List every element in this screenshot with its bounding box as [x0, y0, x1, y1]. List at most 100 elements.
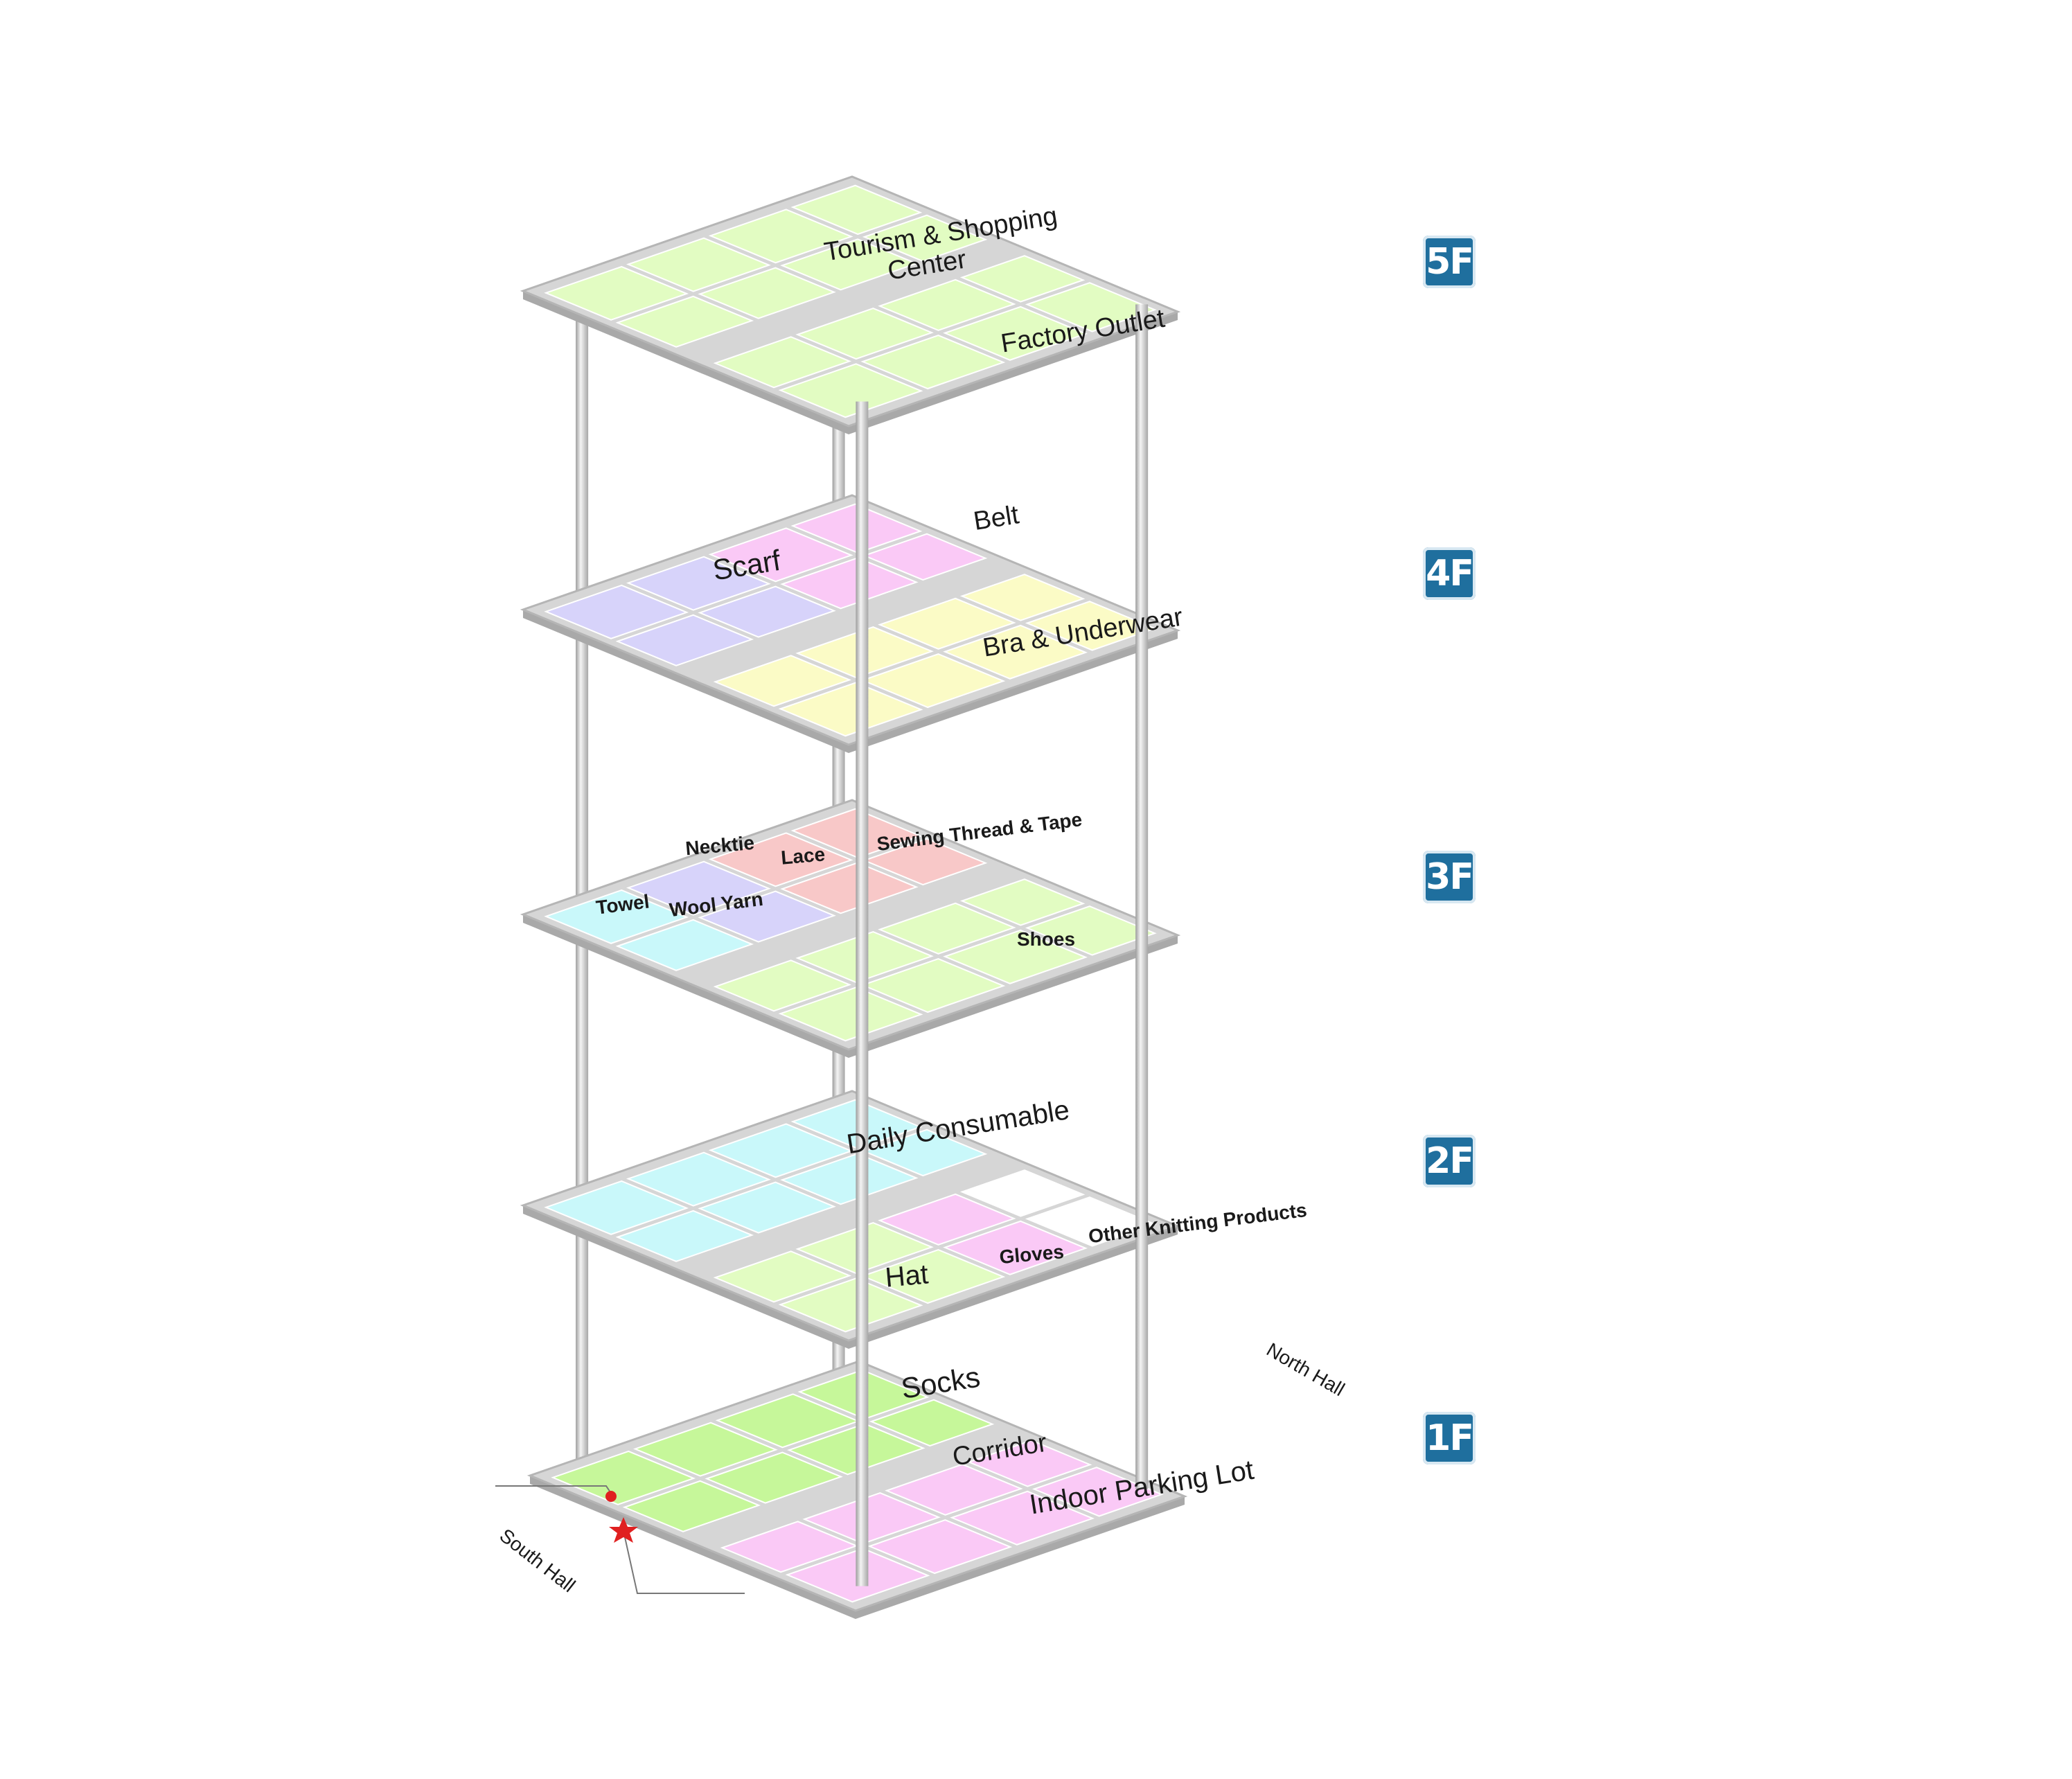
shop-cell: [959, 1169, 1086, 1217]
shop-cell: [943, 306, 1088, 361]
plate-surface: [520, 175, 1181, 427]
shop-cell: [878, 902, 1016, 955]
shop-cell: [790, 184, 923, 236]
shop-cell: [878, 597, 1016, 650]
shop-cell: [778, 986, 923, 1042]
shop-cell: [1031, 1467, 1164, 1517]
back-pillars: [576, 201, 845, 1476]
shop-cell: [795, 307, 934, 360]
shop-cell: [862, 214, 988, 263]
pillar: [576, 290, 589, 1476]
floor-plate-3f: [520, 799, 1181, 1058]
shop-cell: [632, 1422, 778, 1477]
shop-cell: [698, 890, 836, 943]
shop-cell: [959, 574, 1086, 621]
shop-cell: [780, 557, 919, 610]
shop-cell: [885, 1463, 1023, 1516]
shop-cell: [615, 919, 754, 971]
plate-edge: [849, 312, 1178, 434]
floor-badge-3f[interactable]: 3F: [1423, 851, 1476, 903]
shop-cell: [626, 1151, 771, 1207]
shop-cell: [708, 1123, 853, 1178]
shop-cell: [802, 1492, 941, 1545]
shop-cell: [959, 878, 1086, 926]
shop-cell: [626, 556, 771, 611]
shop-cell: [544, 1180, 689, 1235]
shop-cell: [878, 1193, 1016, 1246]
floor-plate-5f: [520, 175, 1181, 434]
label-south-hall: South Hall: [495, 1525, 579, 1597]
pillar: [1135, 304, 1149, 1489]
shop-cell: [698, 1181, 836, 1234]
shop-cell: [780, 862, 919, 914]
plate-edge: [849, 935, 1178, 1058]
label-socks: Socks: [899, 1361, 982, 1405]
plate-edge: [856, 1496, 1185, 1619]
plate-edge: [530, 1476, 856, 1619]
shop-cell: [615, 295, 754, 348]
shop-cell: [943, 1220, 1088, 1275]
shop-cell: [878, 278, 1016, 331]
label-hat: Hat: [884, 1259, 930, 1293]
plate-edge: [523, 1205, 849, 1349]
shop-cell: [862, 1129, 988, 1177]
shop-cell: [713, 655, 852, 707]
plate-edge: [523, 914, 849, 1058]
shop-cell: [615, 1210, 754, 1262]
shop-cell: [950, 1490, 1095, 1546]
label-lace: Lace: [780, 843, 826, 868]
shop-cell: [862, 533, 988, 581]
shop-cell: [778, 363, 923, 418]
shop-cell: [860, 957, 1006, 1014]
shop-cell: [778, 682, 923, 737]
shop-cell: [778, 1277, 923, 1333]
shop-cell: [1025, 1196, 1157, 1247]
shop-cell: [1025, 905, 1157, 956]
shop-cell: [626, 237, 771, 292]
shop-cell: [544, 584, 689, 639]
shop-cell: [615, 614, 754, 666]
shop-cell: [862, 838, 988, 886]
shop-cell: [867, 1519, 1013, 1575]
plate-edge: [849, 630, 1178, 753]
plate-surface: [520, 799, 1181, 1051]
shop-cell: [860, 1248, 1006, 1304]
shop-cell: [622, 1480, 761, 1532]
entrance-markers: [495, 1485, 745, 1594]
shop-cell: [713, 1250, 852, 1303]
shop-cell: [544, 265, 689, 321]
shop-cell: [860, 653, 1006, 709]
leader-line: [623, 1530, 745, 1594]
plate-edge: [849, 1226, 1178, 1349]
floor-badge-1f[interactable]: 1F: [1423, 1412, 1476, 1464]
shop-cell: [943, 929, 1088, 984]
shop-cell: [959, 255, 1086, 303]
pillar: [856, 401, 869, 1586]
plate-edge: [523, 291, 849, 434]
label-belt: Belt: [971, 500, 1021, 536]
location-dot: [605, 1491, 617, 1502]
shop-cell: [943, 624, 1088, 680]
shop-cell: [708, 209, 853, 264]
floor-badge-4f[interactable]: 4F: [1423, 547, 1476, 600]
pillar: [832, 201, 845, 1386]
label-north-hall: North Hall: [1263, 1338, 1348, 1400]
label-shoes: Shoes: [1017, 928, 1075, 950]
floor-badge-2f[interactable]: 2F: [1423, 1135, 1476, 1187]
plate-edge: [523, 610, 849, 753]
shop-cell: [708, 832, 853, 887]
plate-surface: [520, 494, 1181, 746]
plate-surface: [520, 1090, 1181, 1342]
shop-cell: [698, 585, 836, 638]
shop-cell: [780, 238, 919, 291]
shop-cell: [708, 527, 853, 583]
shop-cell: [705, 1451, 843, 1504]
floor-plate-4f: [520, 494, 1181, 753]
shop-cell: [860, 334, 1006, 390]
shop-cell: [1025, 282, 1157, 333]
label-sewing-thread: Sewing Thread & Tape: [876, 808, 1083, 855]
shop-cell: [966, 1440, 1092, 1487]
floor-badge-5f[interactable]: 5F: [1423, 236, 1476, 288]
front-pillars: [856, 304, 1149, 1586]
